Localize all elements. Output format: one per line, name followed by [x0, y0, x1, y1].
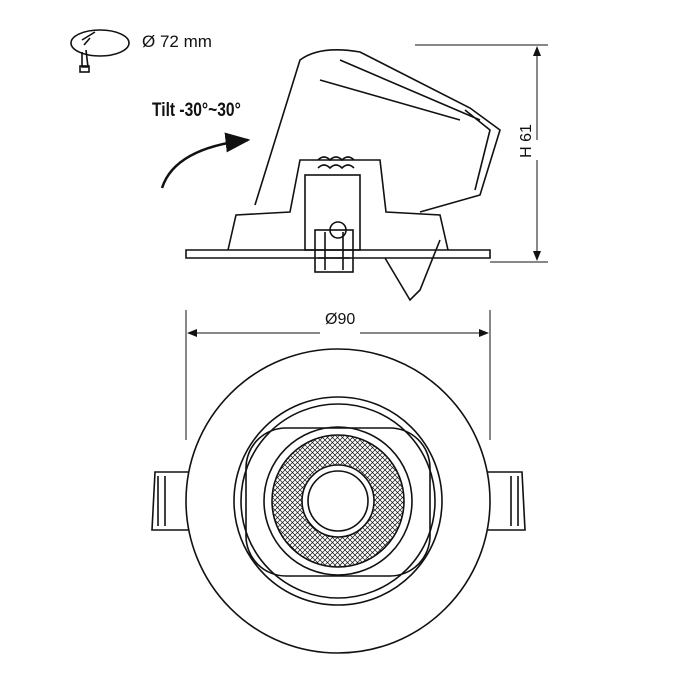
tilt-arrow-icon	[160, 132, 251, 189]
diameter-label: Ø90	[325, 311, 356, 328]
front-view	[151, 348, 526, 654]
cutout-hole-icon	[70, 29, 130, 73]
height-dimension	[415, 44, 548, 263]
cutout-label: Ø 72 mm	[142, 32, 212, 51]
height-label: H 61	[518, 124, 535, 158]
diameter-dimension	[185, 310, 491, 440]
side-view	[185, 49, 501, 302]
tilt-label: Tilt -30°~30°	[152, 100, 241, 121]
